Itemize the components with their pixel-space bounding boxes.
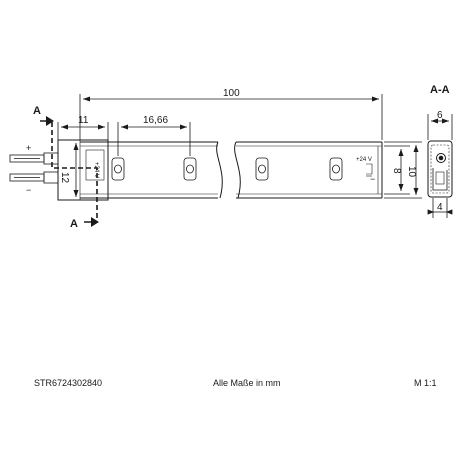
led-2: [183, 157, 197, 181]
dim-total-length: [79, 94, 383, 140]
section-cut-line: [51, 122, 98, 220]
wire-minus: [9, 171, 59, 184]
section-title: A-A: [430, 84, 450, 96]
led-strip-body: [80, 141, 383, 199]
scale-label: M 1:1: [414, 378, 437, 388]
section-arrow-top: [40, 116, 54, 126]
dim-strip-height-inner-label: 8: [391, 168, 402, 174]
led-3: [255, 157, 269, 181]
strip-minus-label: −: [370, 174, 375, 184]
led-1: [111, 157, 125, 181]
dim-section-width-bottom-label: 4: [437, 202, 443, 213]
wire-plus-label: +: [26, 143, 31, 153]
dim-end-cap-label: 11: [78, 115, 89, 126]
wire-plus: [9, 152, 59, 165]
cut-marker-bottom: A: [70, 218, 78, 230]
dim-total-length-label: 100: [223, 88, 240, 99]
dim-cap-height-label: 12: [59, 172, 70, 184]
dim-section-width-top-label: 6: [437, 110, 443, 121]
led-4: [329, 157, 343, 181]
strip-voltage-label: +24 V: [356, 157, 372, 163]
dim-end-cap: [57, 122, 109, 140]
cap-voltage-label: +24 V: [93, 162, 99, 178]
units-note: Alle Maße in mm: [213, 378, 281, 388]
article-number: STR6724302840: [34, 378, 103, 388]
section-arrow-bottom: [84, 217, 99, 227]
end-cap: [57, 139, 109, 201]
contact-pads: [366, 163, 373, 177]
dim-section-width-bottom: [427, 198, 453, 218]
wire-minus-label: −: [26, 185, 31, 195]
dim-led-pitch: [117, 122, 191, 156]
dim-section-width-top: [427, 114, 453, 140]
dim-strip-height-outer-label: 10: [406, 166, 417, 178]
break-marks: [216, 141, 241, 199]
dim-strip-heights: [384, 141, 422, 199]
section-view: [427, 140, 453, 198]
cut-marker-top: A: [33, 105, 41, 117]
dim-led-pitch-label: 16,66: [143, 115, 168, 126]
